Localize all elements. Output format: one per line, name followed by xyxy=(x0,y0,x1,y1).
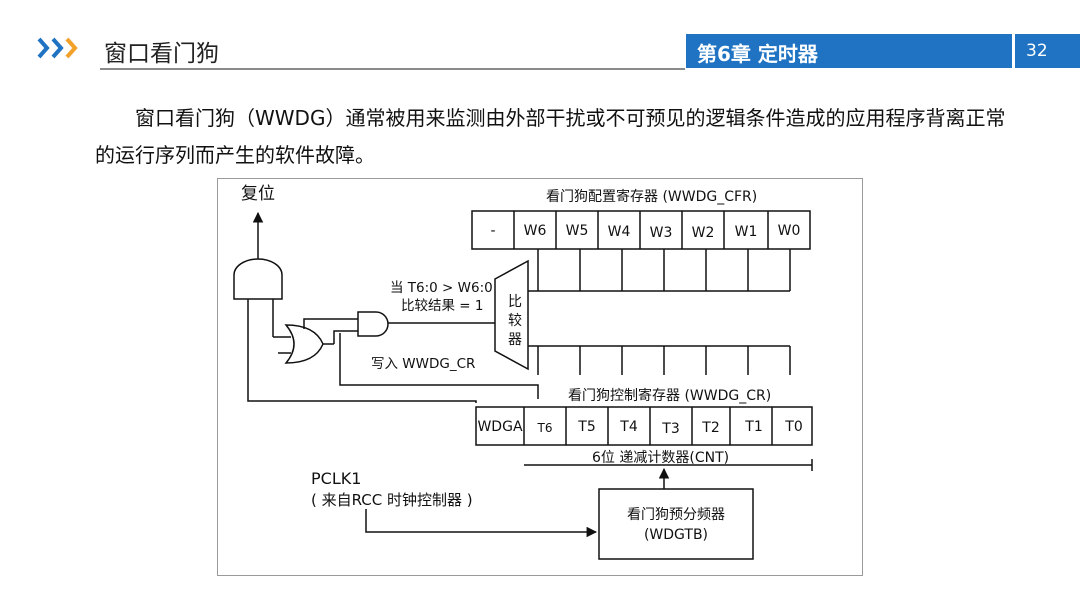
cfr-bit: W0 xyxy=(778,223,801,239)
comparator-char: 器 xyxy=(508,332,522,348)
cfr-bit: W2 xyxy=(692,225,715,241)
chapter-label: 第6章 定时器 xyxy=(697,42,818,66)
cfr-register xyxy=(471,210,811,250)
condition-label: 比较结果 = 1 xyxy=(401,298,483,314)
cfr-bit: W4 xyxy=(608,224,631,240)
cfr-bit: W3 xyxy=(650,225,673,241)
cfr-title: 看门狗配置寄存器 (WWDG_CFR) xyxy=(546,188,757,205)
reset-label: 复位 xyxy=(241,184,275,204)
condition-label: 当 T6:0 > W6:0 xyxy=(390,280,493,296)
cr-bit: T2 xyxy=(701,420,719,436)
header-divider xyxy=(100,68,685,70)
or-gate xyxy=(284,324,324,364)
wwdg-block-diagram: 复位 看门狗配置寄存器 (WWDG_CFR) - W6 W5 W4 W3 W2 … xyxy=(217,178,863,576)
cfr-bit: W5 xyxy=(566,223,589,239)
reset-and-gate xyxy=(233,258,283,300)
cr-register xyxy=(475,406,813,446)
pclk-source-label: ( 来自RCC 时钟控制器 ) xyxy=(311,491,473,509)
comparator-char: 比 xyxy=(508,294,522,310)
cr-bit: T5 xyxy=(577,419,595,435)
intro-paragraph: 窗口看门狗（WWDG）通常被用来监测由外部干扰或不可预见的逻辑条件造成的应用程序… xyxy=(95,106,1006,167)
compare-and-gate xyxy=(357,311,389,337)
cr-title: 看门狗控制寄存器 (WWDG_CR) xyxy=(568,387,771,404)
cr-bit: T1 xyxy=(744,419,762,435)
prescaler-label: 看门狗预分频器 xyxy=(627,507,725,523)
page-number: 32 xyxy=(1026,41,1048,61)
triple-chevron-right-icon xyxy=(37,37,78,59)
cfr-bit: W6 xyxy=(524,223,547,239)
cr-bus xyxy=(528,345,791,375)
cfr-bit: - xyxy=(490,223,495,239)
cfr-bus xyxy=(528,249,791,292)
cr-bit: WDGA xyxy=(477,419,522,435)
slide-title: 窗口看门狗 xyxy=(104,41,219,67)
comparator-char: 较 xyxy=(508,313,522,329)
page-number-box xyxy=(1015,34,1080,68)
cr-bit: T0 xyxy=(784,419,802,435)
cr-bit: T6 xyxy=(537,421,553,435)
prescaler-box xyxy=(598,488,754,560)
pclk-arrow xyxy=(365,509,598,538)
pclk-label: PCLK1 xyxy=(311,469,361,488)
cr-bit: T3 xyxy=(661,421,679,437)
cfr-bit: W1 xyxy=(735,224,758,240)
cr-bit: T4 xyxy=(619,419,638,435)
counter-label: 6位 递减计数器(CNT) xyxy=(592,450,729,466)
chapter-tab xyxy=(686,34,1012,68)
counter-bracket xyxy=(524,459,813,471)
comparator xyxy=(494,259,529,371)
write-label: 写入 WWDG_CR xyxy=(371,356,475,372)
prescaler-label: (WDGTB) xyxy=(644,527,708,543)
